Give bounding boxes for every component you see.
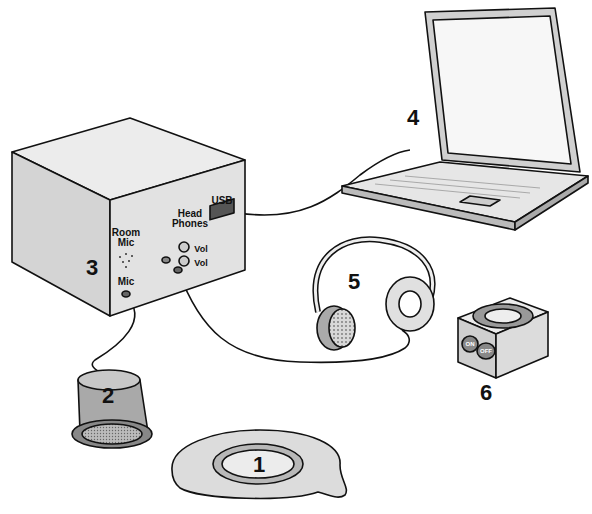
callout-number: 4 bbox=[403, 106, 423, 129]
headphone-jack bbox=[174, 267, 182, 273]
microphone bbox=[72, 370, 152, 448]
panel-label: Vol bbox=[191, 259, 211, 268]
mic-pad bbox=[172, 430, 346, 498]
headphone-cable bbox=[178, 270, 409, 362]
headphones bbox=[315, 239, 434, 350]
panel-label: Room Mic bbox=[109, 228, 143, 249]
callout-number: 6 bbox=[476, 381, 496, 404]
laptop bbox=[342, 8, 588, 230]
headphone-led bbox=[162, 257, 170, 263]
touchpad bbox=[460, 196, 500, 206]
button-label: ON bbox=[463, 341, 477, 347]
interface-box bbox=[12, 118, 245, 316]
panel-label: Head Phones bbox=[170, 209, 210, 230]
switch-box bbox=[458, 298, 548, 378]
button-label: OFF bbox=[478, 348, 494, 354]
mic-jack bbox=[122, 291, 130, 297]
callout-number: 2 bbox=[98, 384, 118, 407]
panel-label: USB bbox=[207, 196, 237, 207]
panel-label: Vol bbox=[191, 245, 211, 254]
off-button bbox=[477, 343, 495, 359]
room-mic-holes bbox=[119, 253, 133, 268]
volume-knob bbox=[179, 242, 189, 252]
volume-knob bbox=[179, 256, 189, 266]
callout-number: 5 bbox=[344, 270, 364, 293]
callout-number: 1 bbox=[249, 453, 269, 476]
callout-number: 3 bbox=[82, 256, 102, 279]
panel-label: Mic bbox=[114, 277, 138, 288]
on-button bbox=[462, 336, 478, 352]
